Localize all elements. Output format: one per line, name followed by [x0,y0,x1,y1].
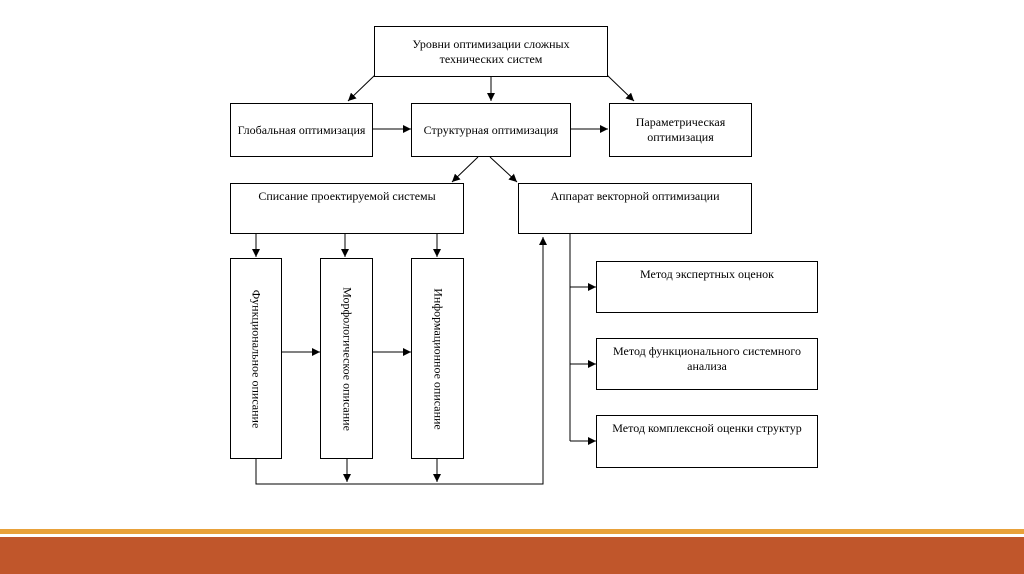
functional-description-label: Функциональное описание [249,289,264,428]
box-functional-description: Функциональное описание [230,258,282,459]
arrow-root-to-parametric [606,74,635,102]
arrow-structural-to-description [451,156,479,183]
box-expert-method: Метод экспертных оценок [596,261,818,313]
footer-bar [0,537,1024,574]
box-functional-system-analysis: Метод функционального системного анализа [596,338,818,390]
informational-description-label: Информационное описание [431,287,445,430]
feedback-loop-line [255,237,547,485]
box-parametric-optimization: Параметрическая оптимизация [609,103,752,157]
footer-accent-line [0,529,1024,534]
box-vector-optimization: Аппарат векторной оптимизации [518,183,752,234]
box-system-description: Списание проектируемой системы [230,183,464,234]
box-root: Уровни оптимизации сложных технических с… [374,26,608,77]
box-structural-optimization: Структурная оптимизация [411,103,571,157]
box-informational-description: Информационное описание [411,258,464,459]
arrow-structural-to-vector [489,156,518,183]
box-morphological-description: Морфологическое описание [320,258,373,459]
box-global-optimization: Глобальная оптимизация [230,103,373,157]
box-complex-evaluation: Метод комплексной оценки структур [596,415,818,468]
morphological-description-label: Морфологическое описание [340,286,354,431]
arrow-root-to-global [347,74,376,102]
